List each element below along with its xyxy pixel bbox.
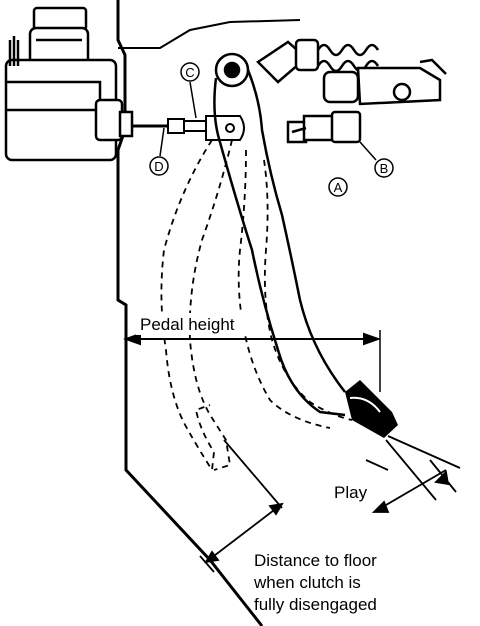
callout-d-letter: D bbox=[154, 159, 163, 174]
push-rod bbox=[132, 115, 245, 141]
callout-b: B bbox=[374, 158, 394, 178]
distance-to-floor-dimension bbox=[199, 439, 284, 573]
callout-leaders bbox=[159, 81, 377, 161]
depressed-pedal-outline bbox=[160, 139, 353, 473]
callout-a-letter: A bbox=[334, 180, 343, 195]
clutch-pedal-arm bbox=[213, 69, 346, 417]
distance-label-line1: Distance to floor bbox=[254, 551, 377, 570]
master-cylinder bbox=[4, 6, 134, 162]
pedal-stopper bbox=[286, 110, 362, 144]
callout-a: A bbox=[328, 177, 348, 197]
pedal-height-label: Pedal height bbox=[140, 315, 235, 334]
callout-c-letter: C bbox=[185, 65, 194, 80]
play-label: Play bbox=[334, 483, 368, 502]
play-dimension bbox=[365, 435, 461, 513]
pedal-pad bbox=[345, 380, 398, 438]
callout-c: C bbox=[180, 62, 200, 82]
callout-b-letter: B bbox=[380, 161, 389, 176]
return-spring-assembly bbox=[256, 38, 447, 106]
distance-label-line2: when clutch is bbox=[253, 573, 361, 592]
pedal-pivot bbox=[214, 52, 250, 88]
pedal-height-dimension bbox=[123, 330, 381, 392]
distance-label-line3: fully disengaged bbox=[254, 595, 377, 614]
pedal-height-label-bg bbox=[136, 313, 266, 335]
callout-d: D bbox=[149, 156, 169, 176]
firewall-top-edge bbox=[118, 19, 301, 49]
